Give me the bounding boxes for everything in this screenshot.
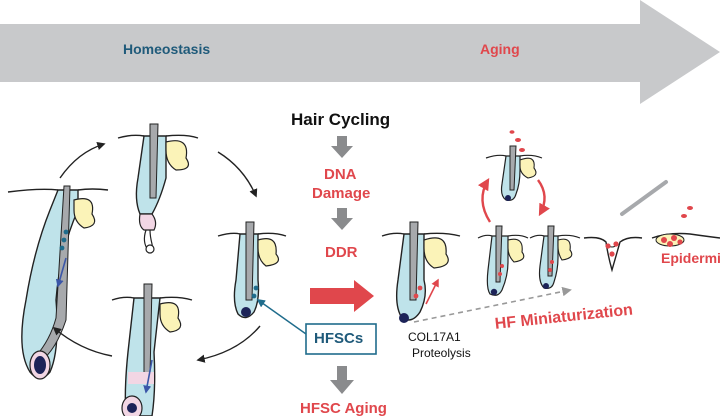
aging-label: Aging (480, 41, 520, 57)
follicle-vestigial (583, 236, 643, 273)
follicle-early-anagen (111, 283, 193, 416)
aging-transition-red-arrow (310, 280, 374, 312)
shed-hair (620, 180, 668, 216)
flow-gray-arrows (330, 136, 354, 394)
ddr-label: DDR (325, 244, 358, 261)
follicle-miniaturizing-1 (477, 225, 529, 296)
homeostasis-label: Homeostasis (123, 41, 211, 57)
follicle-telogen (217, 221, 287, 319)
dna-damage-line2: Damage (312, 185, 371, 202)
dna-damage-line1: DNA (324, 166, 357, 183)
epidermis-patch (651, 206, 720, 247)
follicle-aged-small-top (485, 130, 543, 201)
hfscs-label: HFSCs (314, 330, 364, 347)
hair-cycle-arrows (52, 141, 261, 363)
epidermis-label: Epidermis (661, 250, 720, 266)
col17a1-label: COL17A1 (408, 330, 461, 344)
hfscs-box (305, 323, 377, 355)
follicle-catagen (117, 123, 199, 254)
hfsc-aging-label: HFSC Aging (300, 400, 387, 416)
timeline-banner-arrow (0, 0, 720, 104)
hfscs-pointer-line (256, 299, 307, 335)
aging-cycle-arrow-right (537, 179, 550, 217)
proteolysis-label: Proteolysis (412, 346, 471, 360)
follicle-anagen-long (7, 185, 109, 380)
follicle-miniaturizing-2 (529, 225, 581, 289)
follicle-aged-proteolysis (381, 221, 461, 323)
aging-cycle-arrow-left (477, 177, 492, 223)
hair-cycling-title: Hair Cycling (291, 110, 391, 129)
